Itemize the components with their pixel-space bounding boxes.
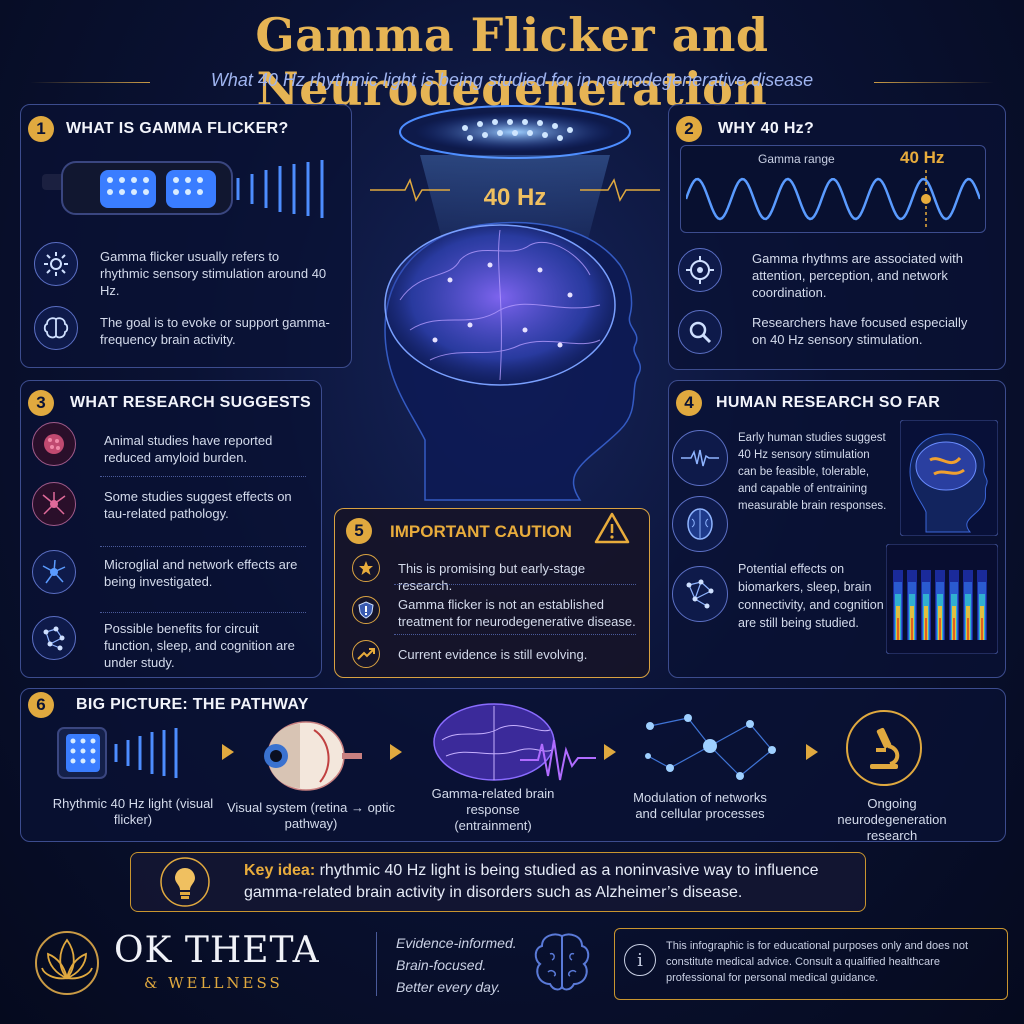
research-item-4: Possible benefits for circuit function, … [104,621,295,670]
section-1-text-1: Gamma flicker usually refers to rhythmic… [100,249,327,298]
spectrogram-band [939,618,941,640]
tagline-1: Evidence-informed. [396,935,517,951]
section-number-6: 6 [28,692,54,718]
pathway-arrow [222,744,234,760]
page-subtitle: What 40 Hz rhythmic light is being studi… [210,70,814,90]
gamma-wave-graph [686,170,980,228]
lightbulb-icon [160,857,210,907]
shield-icon [352,596,380,624]
section-1-text-2: The goal is to evoke or support gamma-fr… [100,315,330,347]
divider [100,546,306,547]
caution-item-1: This is promising but early-stage resear… [398,561,586,593]
research-item-1: Animal studies have reported reduced amy… [104,433,273,465]
eeg-wave-icon [672,430,728,486]
lotus-logo [35,931,99,995]
disclaimer-box [614,928,1008,1000]
section-1-title: WHAT IS GAMMA FLICKER? [66,120,289,137]
spectrogram-band [953,618,955,640]
pathway-arrow [604,744,616,760]
spectrogram-band [911,618,913,640]
section-number-4: 4 [676,390,702,416]
key-idea-label: Key idea: [244,862,316,879]
pathway-step-1: Rhythmic 40 Hz light (visual flicker) [52,796,214,827]
key-idea-body: rhythmic 40 Hz light is being studied as… [244,862,819,901]
page-title: Gamma Flicker and Neurodegeneration [255,8,769,116]
tagline-2: Brain-focused. [396,957,487,973]
pathway-step-3: Gamma-related brain response (entrainmen… [431,786,555,833]
section-number-2: 2 [676,116,702,142]
brain-entrainment-icon [433,703,596,781]
trend-up-icon [352,640,380,668]
light-panel-icon [57,727,178,779]
brain-head-illustration [370,105,660,501]
research-item-2: Some studies suggest effects on tau-rela… [104,489,292,521]
key-idea-text: Key idea: rhythmic 40 Hz light is being … [244,860,854,904]
section-2-text-2: Researchers have focused especially on 4… [752,315,968,347]
neuron-tau-icon [32,482,76,526]
section-important-caution [334,508,650,678]
tagline: Evidence-informed. Brain-focused. Better… [396,932,517,998]
section-3-title: WHAT RESEARCH SUGGESTS [70,394,311,411]
footer-divider [376,932,377,996]
brand-subname: & WELLNESS [144,974,283,992]
amyloid-cell-icon [32,422,76,466]
section-2-text-1: Gamma rhythms are associated with attent… [752,251,963,300]
star-icon [352,554,380,582]
target-icon [678,248,722,292]
divider [100,476,306,477]
neural-network-icon [645,714,776,780]
tagline-3: Better every day. [396,979,501,995]
wave-marker-label: 40 Hz [900,148,945,167]
eye-icon [264,721,362,791]
section-5-title: IMPORTANT CAUTION [390,522,572,541]
pathway-step-2: Visual system (retina → optic pathway) [226,800,396,831]
pathway-step-4: Modulation of networks and cellular proc… [633,790,767,821]
section-2-title: WHY 40 Hz? [718,120,815,137]
section-6-title: BIG PICTURE: THE PATHWAY [76,696,309,713]
brain-icon [34,306,78,350]
microglia-icon [32,550,76,594]
gamma-wave-panel [680,145,986,233]
section-number-3: 3 [28,390,54,416]
section-4-text-2: Potential effects on biomarkers, sleep, … [738,562,884,630]
spectrogram-band [925,618,927,640]
brand-name: OK THETA [114,930,320,971]
microscope-icon [846,710,922,786]
pathway-arrow [806,744,818,760]
divider [394,584,636,585]
connectivity-network-icon [672,566,728,622]
caution-item-2: Gamma flicker is not an established trea… [398,597,636,629]
center-frequency-label: 40 Hz [483,184,547,211]
divider [100,612,306,613]
section-number-1: 1 [28,116,54,142]
brain-outline-icon [534,933,590,991]
pathway-step-5: Ongoing neurodegeneration research [837,796,947,843]
network-icon [32,616,76,660]
section-number-5: 5 [346,518,372,544]
subtitle-divider-right [874,82,994,83]
subtitle-divider-left [30,82,150,83]
vr-goggles-illustration [42,160,324,218]
spectrogram-band [967,618,969,640]
brain-scan-icon [672,496,728,552]
warning-triangle-icon [594,512,630,544]
gamma-range-label: Gamma range [758,152,835,166]
pathway-arrow [390,744,402,760]
caution-item-3: Current evidence is still evolving. [398,647,588,662]
spectrogram-image [886,544,998,654]
magnifier-icon [678,310,722,354]
disclaimer-text: This infographic is for educational purp… [666,940,969,984]
section-4-title: HUMAN RESEARCH SO FAR [716,394,941,411]
research-item-3: Microglial and network effects are being… [104,557,298,589]
spectrogram-band [981,618,983,640]
key-idea-box [130,852,866,912]
head-scan-image [900,420,998,536]
spectrogram-band [897,618,899,640]
info-icon: i [624,944,656,976]
section-4-text-1: Early human studies suggest 40 Hz sensor… [738,432,887,512]
divider [394,634,636,635]
sun-burst-icon [34,242,78,286]
